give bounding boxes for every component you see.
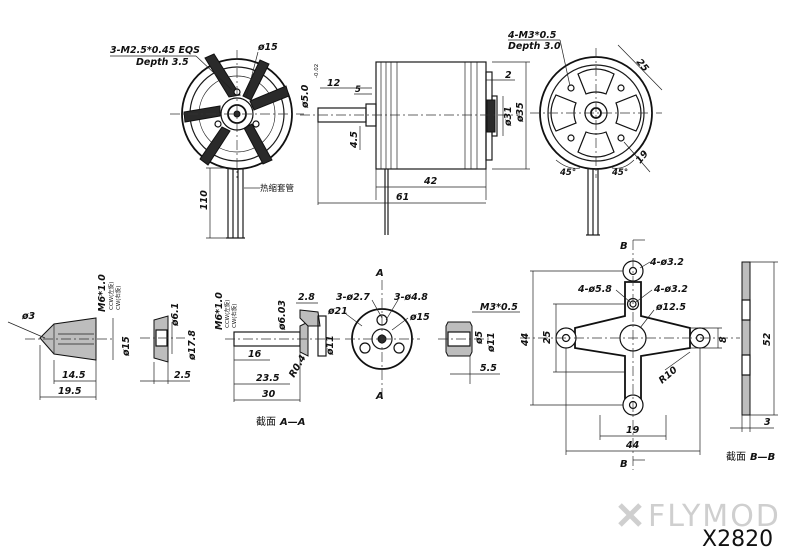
- rear-dim-25-label: 25: [634, 57, 651, 74]
- rear-angle-right: 45°: [611, 168, 628, 178]
- collar-dim-5-5: 5.5: [480, 363, 497, 374]
- shaft-radius-0-4: R0.4: [287, 353, 309, 380]
- rear-holes-callout: 4-M3*0.5: [507, 30, 557, 41]
- section-b-mark: B—B: [750, 452, 775, 463]
- nut-dim-2-5: 2.5: [174, 370, 191, 381]
- collar-diameter-5: ø5: [474, 330, 485, 345]
- shaft-diameter-label: ø5.0: [300, 84, 311, 109]
- dim-61-label: 61: [396, 192, 409, 203]
- hub-diameter-21: ø21: [327, 306, 348, 317]
- shaft-section: M6*1.0 CCW(左旋) CW(右旋) ø6.03 2.8 ø11 R0.4…: [214, 292, 340, 428]
- dim-4-5-label: 4.5: [349, 131, 360, 149]
- collar-thread: M3*0.5: [480, 302, 518, 313]
- mount-section-mark-top: B: [620, 241, 628, 252]
- front-view-wires: [226, 168, 245, 239]
- side-section: 52 3 截面 B—B: [726, 261, 778, 463]
- collar: M3*0.5 ø5 ø11 5.5: [438, 302, 520, 384]
- rear-angle-left: 45°: [559, 168, 576, 178]
- hub-section-mark-top: A: [375, 268, 384, 279]
- adapter-dim-19-5: 19.5: [58, 386, 82, 397]
- adapter-thread-ccw: CCW(左旋): [107, 282, 115, 310]
- shaft-thread-cw: CW(右旋): [230, 303, 238, 328]
- mount-dim-25: 25: [542, 330, 553, 344]
- front-view-spokes: [183, 53, 290, 166]
- mount-holes-top: 4-ø3.2: [649, 257, 684, 268]
- shaft-diameter-11: ø11: [325, 335, 336, 356]
- shaft-thread-ccw: CCW(左旋): [223, 300, 231, 328]
- hub-disc: A A 3-ø2.7 3-ø4.8 ø21 ø15: [327, 268, 430, 402]
- branding: FLYMOD X2820: [618, 499, 781, 548]
- side-section-dim-3: 3: [764, 417, 771, 428]
- shaft-thread-label: M6*1.0: [214, 292, 225, 330]
- adapter-diameter-15: ø15: [121, 336, 132, 357]
- adapter-dim-14-5: 14.5: [62, 370, 86, 381]
- collar-diameter-11: ø11: [486, 332, 497, 353]
- hub-small-holes: 3-ø2.7: [336, 292, 370, 303]
- mount-diameter-12-5: ø12.5: [655, 302, 686, 313]
- shaft-diameter-6-03: ø6.03: [277, 300, 288, 331]
- side-view: 12 5 ø5.0 -0.02 4.5 2 ø31 ø35 42 61: [300, 61, 530, 235]
- mount-dim-19: 19: [626, 425, 640, 436]
- hub-section-mark-bottom: A: [375, 391, 384, 402]
- front-view: 3-M2.5*0.45 EQS Depth 3.5 ø15 110 热缩套管: [110, 42, 304, 239]
- side-view-ribs: [380, 62, 478, 169]
- front-diameter-label: ø15: [257, 42, 278, 53]
- nut-diameter-17-8: ø17.8: [187, 330, 198, 361]
- shaft-tolerance-label: -0.02: [314, 64, 320, 78]
- x-mount: B B 4-ø3.2 4-ø5.8 4-ø3.2 ø12.5 44 25 8 R…: [520, 239, 740, 470]
- dim-12-label: 12: [327, 78, 341, 89]
- prop-adapter: ø3 M6*1.0 CCW(左旋) CW(右旋) ø15 14.5 19.5: [7, 274, 132, 400]
- mount-dim-44-vertical: 44: [520, 332, 531, 347]
- rear-view: 4-M3*0.5 Depth 3.0 25 19 45° 45°: [507, 30, 663, 236]
- front-holes-depth: Depth 3.5: [136, 57, 189, 68]
- mount-holes-5-8: 4-ø5.8: [577, 284, 612, 295]
- side-section-dim-52: 52: [762, 332, 773, 346]
- section-a-caption: 截面: [256, 415, 276, 428]
- dim-5-label: 5: [355, 85, 361, 95]
- mount-holes-3-2: 4-ø3.2: [653, 284, 688, 295]
- shaft-dim-2-8: 2.8: [298, 292, 315, 303]
- section-b-caption: 截面: [726, 450, 746, 463]
- section-a-mark: A—A: [279, 417, 305, 428]
- shaft-dim-16: 16: [248, 349, 262, 360]
- mount-dim-8: 8: [718, 336, 729, 343]
- dim-42-label: 42: [423, 176, 438, 187]
- model-name: X2820: [702, 527, 773, 548]
- hub-diameter-15: ø15: [409, 312, 430, 323]
- heat-shrink-label: 热缩套管: [260, 183, 294, 194]
- wire-length-label: 110: [199, 190, 210, 210]
- dim-2-label: 2: [505, 70, 512, 81]
- adapter-thread-cw: CW(右旋): [114, 285, 122, 310]
- mount-dim-44-horizontal: 44: [625, 440, 640, 451]
- shaft-dim-23-5: 23.5: [256, 373, 280, 384]
- front-holes-callout: 3-M2.5*0.45 EQS: [110, 45, 200, 56]
- hub-large-holes: 3-ø4.8: [394, 292, 428, 303]
- diameter-35-label: ø35: [515, 102, 526, 123]
- brand-name: FLYMOD: [648, 499, 781, 534]
- adapter-thread-label: M6*1.0: [97, 274, 108, 312]
- prop-nut: ø6.1 ø17.8 2.5: [140, 303, 198, 384]
- shaft-dim-30: 30: [262, 389, 276, 400]
- diameter-31-label: ø31: [503, 106, 514, 127]
- brand-x-logo-icon: [618, 503, 642, 527]
- nut-diameter-6-1: ø6.1: [170, 303, 181, 327]
- mount-radius-10: R10: [657, 364, 680, 386]
- adapter-tip-diameter: ø3: [21, 311, 36, 322]
- rear-holes-depth: Depth 3.0: [508, 41, 561, 52]
- mount-section-mark-bottom: B: [620, 459, 628, 470]
- rear-view-wires: [586, 168, 600, 236]
